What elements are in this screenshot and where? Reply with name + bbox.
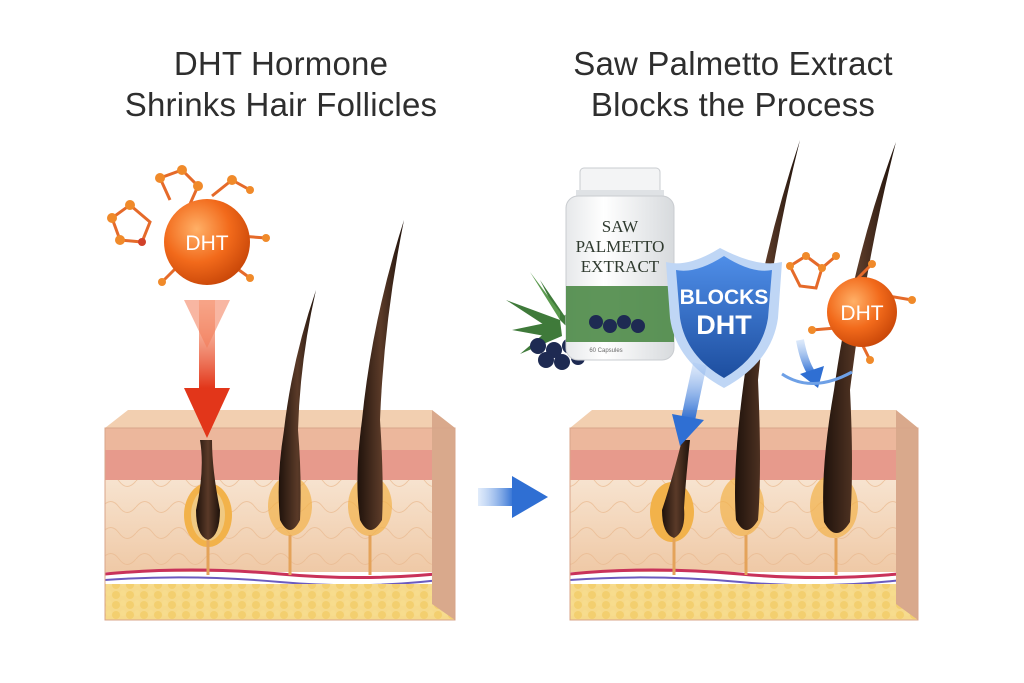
left-follicle-long: [348, 220, 404, 575]
bottle-text-line1: SAW: [602, 217, 639, 236]
dht-sphere-left: [164, 199, 250, 285]
left-title-line2: Shrinks Hair Follicles: [125, 86, 437, 123]
supplement-bottle: SAW PALMETTO EXTRACT 60 Capsules: [565, 167, 675, 361]
red-down-arrow: [184, 300, 230, 438]
right-follicle-middle: [720, 140, 800, 575]
right-follicle-long: [810, 142, 896, 575]
shield-text-line2: DHT: [696, 310, 752, 340]
bottle-label-art: [566, 286, 674, 342]
left-follicle-middle: [268, 290, 316, 575]
dht-label-left: DHT: [185, 232, 228, 255]
molecule-atoms-right: [786, 252, 916, 364]
dht-sphere-right: [827, 277, 897, 347]
left-follicle-shrunk: [184, 440, 232, 575]
right-skin-block: [569, 410, 919, 621]
bottle-text-line2: PALMETTO: [576, 237, 665, 256]
left-title-line1: DHT Hormone: [174, 45, 388, 82]
left-dht-molecule: DHT: [107, 165, 270, 286]
dht-label-right: DHT: [840, 302, 883, 325]
shield-text-line1: BLOCKS: [680, 286, 769, 309]
molecule-atoms: [107, 165, 270, 286]
bottle-text-line3: EXTRACT: [581, 257, 660, 276]
right-dht-molecule: DHT: [786, 252, 916, 364]
bottle-small-text: 60 Capsules: [589, 348, 622, 354]
transition-arrow-icon: [478, 476, 548, 518]
blue-down-arrow: [672, 362, 707, 446]
right-title-line1: Saw Palmetto Extract: [573, 45, 892, 82]
right-title-line2: Blocks the Process: [591, 86, 875, 123]
right-follicle-small: [650, 440, 694, 575]
shield-icon: BLOCKS DHT: [666, 248, 782, 388]
blue-deflect-arrow: [781, 339, 853, 388]
